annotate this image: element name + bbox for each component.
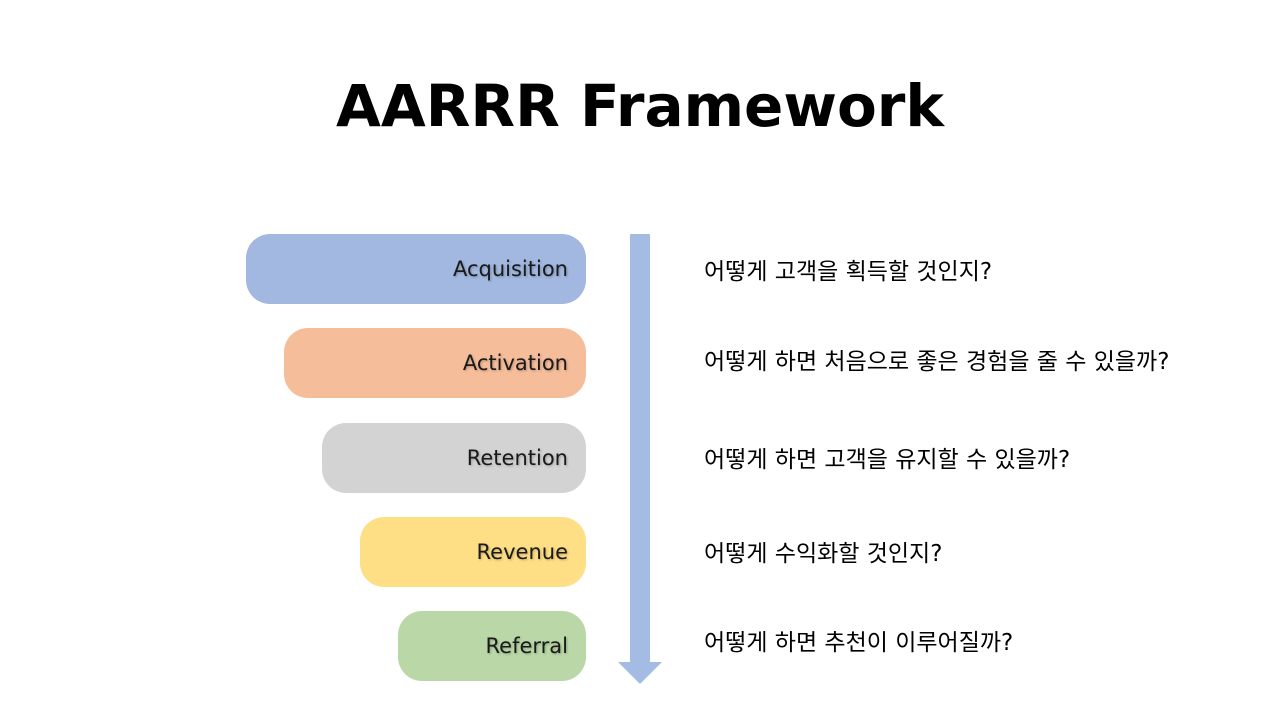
stage-label-acquisition: Acquisition [452,257,568,281]
stage-revenue: Revenue [360,517,586,587]
stage-label-activation: Activation [462,351,568,375]
stage-label-revenue: Revenue [476,540,568,564]
down-arrow-icon [618,234,662,684]
stage-label-retention: Retention [466,446,568,470]
question-activation: 어떻게 하면 처음으로 좋은 경험을 줄 수 있을까? [704,349,1170,375]
question-referral: 어떻게 하면 추천이 이루어질까? [704,630,1014,656]
down-arrow-shape [618,234,662,684]
stage-referral: Referral [398,611,586,681]
stage-retention: Retention [322,423,586,493]
stage-acquisition: Acquisition [246,234,586,304]
question-retention: 어떻게 하면 고객을 유지할 수 있을까? [704,447,1071,473]
stage-activation: Activation [284,328,586,398]
question-acquisition: 어떻게 고객을 획득할 것인지? [704,259,993,285]
stage-label-referral: Referral [485,634,568,658]
question-revenue: 어떻게 수익화할 것인지? [704,541,943,567]
page-title: AARRR Framework [336,72,944,140]
